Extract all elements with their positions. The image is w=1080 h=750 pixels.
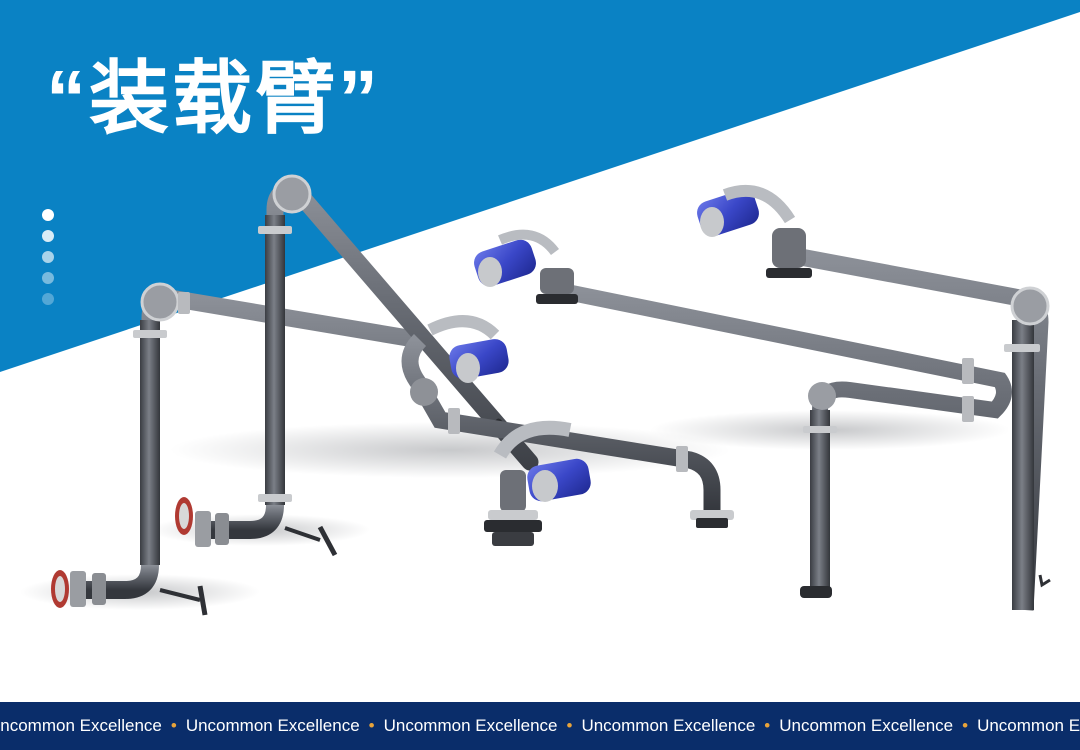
ticker-text: Uncommon Excellence — [977, 716, 1080, 735]
ticker-separator: • — [962, 716, 969, 735]
ticker-separator: • — [368, 716, 375, 735]
page-title: “装载臂” — [46, 54, 381, 143]
ticker-separator: • — [566, 716, 573, 735]
ticker-separator: • — [764, 716, 771, 735]
ticker-text: Uncommon Excellence — [383, 716, 558, 735]
slide-dot-4[interactable] — [42, 272, 54, 284]
ticker-text: Uncommon Excellence — [779, 716, 954, 735]
slide-dot-1[interactable] — [42, 209, 54, 221]
ticker-text: Uncommon Excellence — [0, 716, 162, 735]
central-swivel-assembly — [401, 315, 734, 546]
slide-dot-3[interactable] — [42, 251, 54, 263]
slide-dot-2[interactable] — [42, 230, 54, 242]
ticker-text: Uncommon Excellence — [581, 716, 756, 735]
actuator-right-low — [474, 229, 578, 304]
loading-arm-left — [51, 282, 429, 616]
actuator-lower — [484, 420, 591, 546]
ticker-separator: • — [170, 716, 177, 735]
slide-dot-5[interactable] — [42, 293, 54, 305]
ticker-track: Uncommon Excellence • Uncommon Excellenc… — [0, 702, 1080, 750]
ticker-text: Uncommon Excellence — [185, 716, 360, 735]
loading-arm-right-tall — [697, 184, 1051, 611]
loading-arms-illustration — [20, 174, 1051, 616]
slide-indicator — [42, 209, 54, 314]
actuator-upper — [427, 315, 509, 383]
tagline-ticker: Uncommon Excellence • Uncommon Excellenc… — [0, 702, 1080, 750]
loading-arm-right-low — [474, 229, 1012, 598]
loading-arm-diagonal — [175, 174, 539, 557]
actuator-right-tall — [697, 184, 812, 278]
